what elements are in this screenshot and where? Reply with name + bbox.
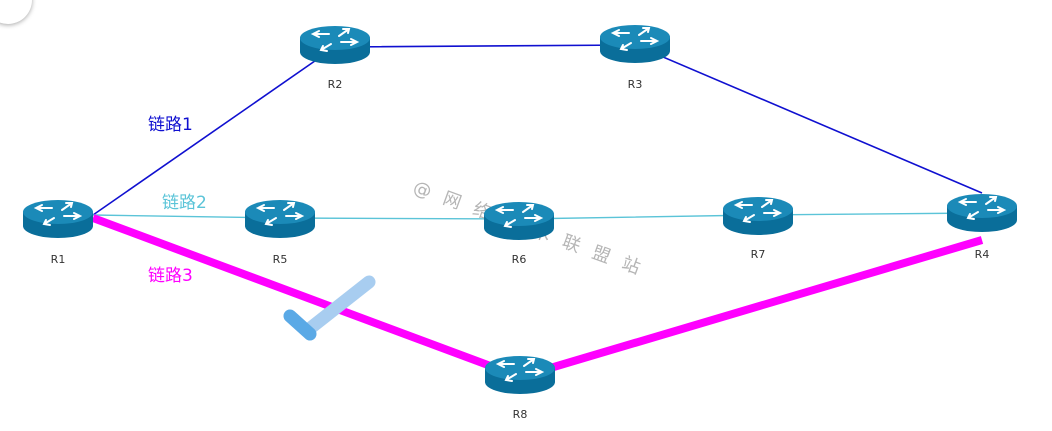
link1-label: 链路1 <box>148 115 193 135</box>
router-r4[interactable]: R4 <box>946 193 1018 261</box>
router-r5[interactable]: R5 <box>244 199 316 266</box>
router-icon <box>946 193 1018 233</box>
link2-label: 链路2 <box>162 193 207 213</box>
router-icon <box>244 199 316 239</box>
router-icon <box>599 24 671 64</box>
router-r8[interactable]: R8 <box>484 355 556 421</box>
router-icon <box>22 199 94 239</box>
router-icon <box>483 201 555 241</box>
link3-label: 链路3 <box>148 266 193 286</box>
router-icon <box>299 25 371 65</box>
router-r8-label: R8 <box>513 408 528 421</box>
link1-path <box>92 44 983 216</box>
router-r1[interactable]: R1 <box>22 199 94 266</box>
checkmark-icon <box>283 275 376 341</box>
router-r4-label: R4 <box>975 248 990 261</box>
router-r5-label: R5 <box>273 253 288 266</box>
router-r7[interactable]: R7 <box>722 196 794 261</box>
router-r7-label: R7 <box>751 248 766 261</box>
router-icon <box>484 355 556 395</box>
router-r2-label: R2 <box>328 78 343 91</box>
router-r6[interactable]: R6 <box>483 201 555 266</box>
router-icon <box>722 196 794 236</box>
router-r1-label: R1 <box>51 253 66 266</box>
router-r2[interactable]: R2 <box>299 25 371 91</box>
router-r3-label: R3 <box>628 78 643 91</box>
router-r6-label: R6 <box>512 253 527 266</box>
router-r3[interactable]: R3 <box>599 24 671 91</box>
